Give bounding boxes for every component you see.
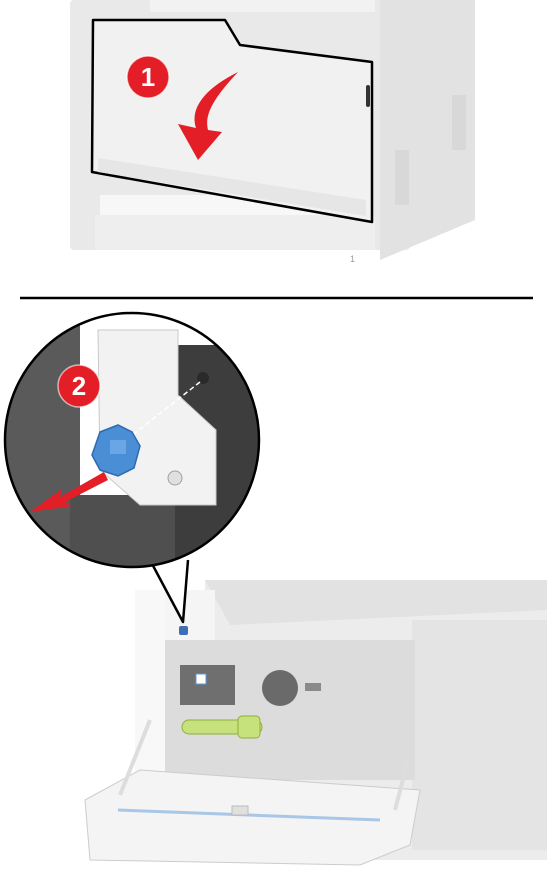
door-handle[interactable] <box>366 85 370 107</box>
step-2-number: 2 <box>72 371 86 401</box>
tray-number-label: 1 <box>350 254 355 264</box>
blue-screw-cover-tab <box>110 440 126 454</box>
printer-top-edge <box>150 0 375 12</box>
step-2-panel: 2 <box>0 310 547 865</box>
zoom-callout <box>0 310 270 585</box>
side-vent-1 <box>452 95 466 150</box>
toner-slot <box>180 665 235 705</box>
toner-indicator <box>196 674 206 684</box>
bracket-screw-hole-bottom <box>168 471 182 485</box>
printer-interior <box>165 640 415 780</box>
side-vent-2 <box>395 150 409 205</box>
door-clip <box>232 806 248 815</box>
step-2-badge: 2 <box>58 365 100 407</box>
step-1-panel: 1 1 <box>70 0 475 264</box>
step-1-number: 1 <box>141 62 155 92</box>
zoom-dark-left <box>0 310 80 580</box>
green-handle-grip <box>238 716 260 738</box>
round-port <box>262 670 298 706</box>
step-1-badge: 1 <box>127 56 169 98</box>
side-screw-cover-small[interactable] <box>179 626 188 635</box>
printer-right-side <box>412 620 547 850</box>
small-slot <box>305 683 321 691</box>
